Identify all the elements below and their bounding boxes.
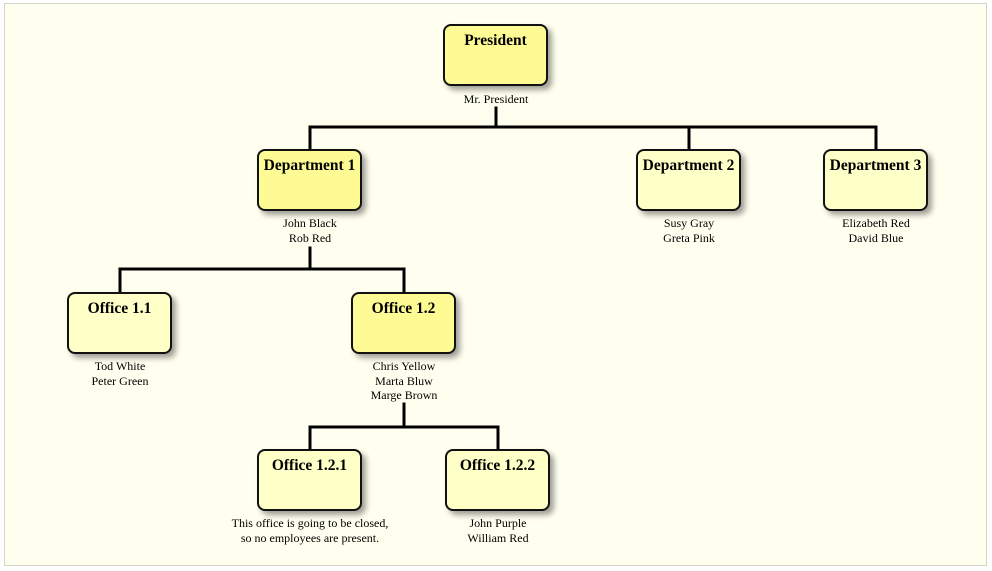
member-name: Chris Yellow <box>372 359 436 373</box>
office-1-2-members: Chris Yellow Marta Bluw Marge Brown <box>294 359 514 403</box>
member-name: John Purple <box>469 516 527 530</box>
office-1-2-2-title: Office 1.2.2 <box>459 457 536 474</box>
member-name: David Blue <box>848 230 904 245</box>
member-name: Rob Red <box>288 230 332 245</box>
member-name: Marge Brown <box>370 388 438 402</box>
president-members: Mr. President <box>386 92 606 107</box>
member-name: Tod White <box>94 359 146 373</box>
office-1-2-title: Office 1.2 <box>371 300 436 317</box>
office-1-2-box[interactable]: Office 1.2 <box>351 292 456 354</box>
member-name: Elizabeth Red <box>842 216 910 230</box>
department-3-members: Elizabeth Red David Blue <box>766 216 986 245</box>
department-1-members: John Black Rob Red <box>200 216 420 245</box>
member-name: Susy Gray <box>663 216 715 230</box>
office-note-line: so no employees are present. <box>240 530 380 545</box>
department-2-members: Susy Gray Greta Pink <box>579 216 799 245</box>
member-name: William Red <box>467 530 529 545</box>
office-1-2-1-box[interactable]: Office 1.2.1 <box>257 449 362 511</box>
office-1-1-box[interactable]: Office 1.1 <box>67 292 172 354</box>
president-box[interactable]: President <box>443 24 548 86</box>
department-3-box[interactable]: Department 3 <box>823 149 928 211</box>
office-1-2-2-box[interactable]: Office 1.2.2 <box>445 449 550 511</box>
office-1-2-1-note: This office is going to be closed, so no… <box>200 516 420 545</box>
department-3-title: Department 3 <box>829 157 922 174</box>
office-1-1-members: Tod White Peter Green <box>10 359 230 388</box>
department-2-title: Department 2 <box>642 157 735 174</box>
member-name: Greta Pink <box>663 230 715 245</box>
member-name: Mr. President <box>463 92 529 106</box>
member-name: Peter Green <box>91 373 149 388</box>
member-name: John Black <box>283 216 337 230</box>
member-name: Marta Bluw <box>375 373 433 388</box>
department-1-title: Department 1 <box>263 157 356 174</box>
president-title: President <box>464 32 527 49</box>
department-1-box[interactable]: Department 1 <box>257 149 362 211</box>
office-1-1-title: Office 1.1 <box>87 300 152 317</box>
office-1-2-1-title: Office 1.2.1 <box>271 457 348 474</box>
office-1-2-2-members: John Purple William Red <box>388 516 608 545</box>
office-note-line: This office is going to be closed, <box>231 516 389 530</box>
department-2-box[interactable]: Department 2 <box>636 149 741 211</box>
